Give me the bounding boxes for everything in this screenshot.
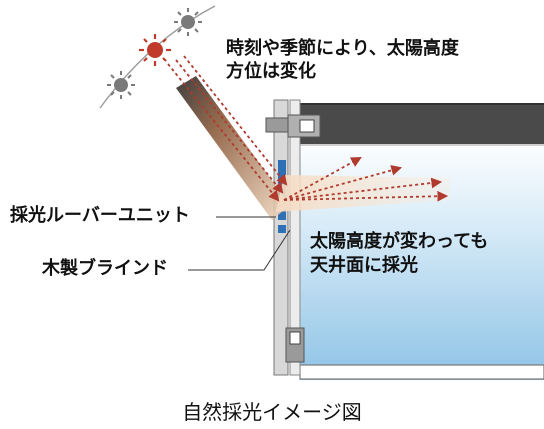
sun-variation-line1: 時刻や季節により、太陽高度	[226, 38, 459, 59]
sun-icon	[107, 71, 135, 99]
floor-slab	[299, 364, 544, 380]
ceiling-slab	[300, 104, 544, 144]
sun-icon	[139, 34, 171, 66]
ceiling-note-line1: 太陽高度が変わっても	[310, 231, 489, 252]
sun-icon	[174, 8, 202, 36]
reflected-light-fan	[276, 175, 450, 212]
diagram-caption: 自然採光イメージ図	[182, 400, 362, 424]
louver-unit-label: 採光ルーバーユニット	[10, 205, 190, 226]
blind-leader-line	[188, 229, 291, 271]
ceiling-note-line2: 天井面に採光	[310, 255, 418, 276]
ceiling-daylight-note: 太陽高度が変わっても 天井面に採光	[310, 233, 488, 275]
incoming-rays	[167, 55, 288, 202]
sun-variation-line2: 方位は変化	[226, 61, 316, 82]
reflected-rays	[283, 156, 449, 202]
wood-blind-label: 木製ブラインド	[42, 258, 168, 279]
incoming-light-beam	[176, 76, 290, 220]
sun-variation-note: 時刻や季節により、太陽高度 方位は変化	[226, 40, 459, 81]
